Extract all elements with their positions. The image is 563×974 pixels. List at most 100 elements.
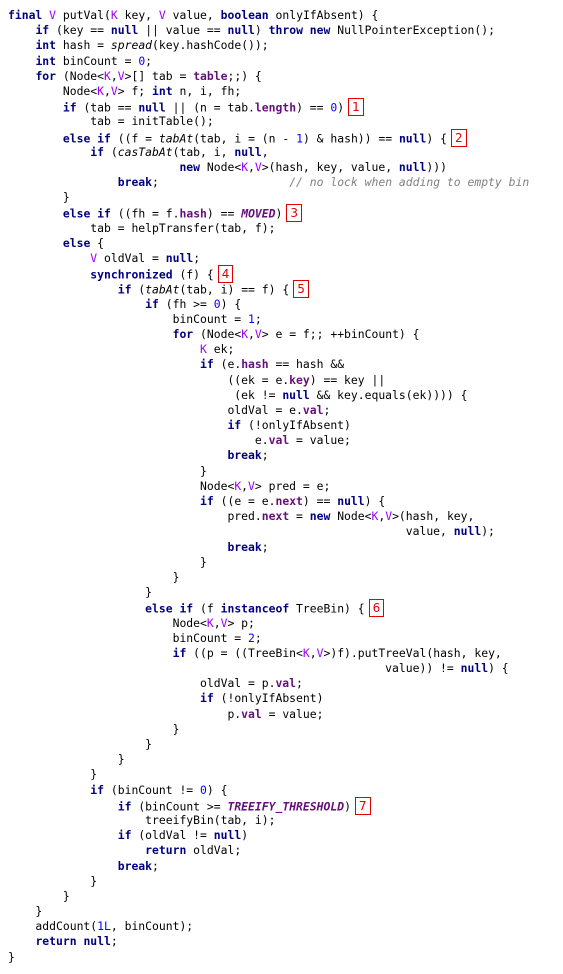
code-text: [8, 494, 200, 508]
keyword-token: else if: [62, 206, 118, 221]
code-text: TreeBin) {: [296, 601, 365, 616]
keyword-token: null: [337, 494, 365, 508]
code-text: ) {: [488, 661, 509, 676]
type-param-token: K: [200, 342, 214, 357]
code-line: if (fh >= 0) {: [8, 297, 529, 312]
code-line: }: [8, 950, 529, 965]
code-text: ;: [193, 251, 201, 265]
keyword-token: for: [172, 326, 201, 341]
code-line: e.val = value;: [8, 433, 529, 448]
code-text: ;: [145, 53, 153, 68]
code-line: for (Node<K,V> e = f;; ++binCount) {: [8, 327, 529, 342]
static-call-token: spread: [110, 38, 153, 53]
code-text: Node<: [8, 478, 235, 493]
code-line: }: [8, 767, 529, 782]
annotation-marker-3: 3: [286, 204, 303, 223]
code-text: ): [344, 799, 351, 814]
code-line: ((ek = e.key) == key ||: [8, 373, 529, 388]
code-text: = value;: [296, 433, 351, 448]
type-param-token: V: [49, 8, 63, 22]
field-token: val: [302, 402, 324, 417]
code-text: tab = helpTransfer(tab, f);: [8, 220, 276, 235]
code-text: [8, 934, 35, 948]
code-line: int binCount = 0;: [8, 54, 529, 69]
keyword-token: null: [453, 524, 482, 539]
type-param-token: V: [220, 615, 228, 630]
code-line: }: [8, 752, 529, 767]
code-text: oldVal = p.: [8, 676, 276, 691]
code-text: ,: [248, 326, 255, 341]
field-token: next: [275, 494, 303, 508]
type-param-token: V: [254, 326, 262, 341]
code-text: [8, 101, 63, 115]
code-text: [8, 69, 35, 83]
code-listing: final V putVal(K key, V value, boolean o…: [8, 8, 529, 965]
field-token: val: [241, 706, 269, 721]
code-text: }: [8, 585, 153, 600]
keyword-token: int: [35, 38, 63, 53]
static-call-token: casTabAt: [117, 144, 173, 159]
code-text: (f) {: [179, 267, 214, 282]
keyword-token: if: [200, 357, 221, 372]
keyword-token: else if: [62, 131, 118, 145]
keyword-token: return: [145, 843, 194, 858]
type-param-token: K: [110, 8, 125, 22]
code-text: Node<: [206, 159, 242, 174]
code-text: >)f).putTreeVal(hash, key,: [323, 645, 502, 660]
code-text: [8, 448, 227, 462]
type-param-token: K: [302, 645, 310, 660]
code-line: treeifyBin(tab, i);: [8, 813, 529, 828]
code-text: || (n = tab.: [172, 100, 255, 115]
code-line: if (casTabAt(tab, i, null,: [8, 145, 529, 160]
type-param-token: K: [241, 159, 249, 174]
keyword-token: null: [227, 23, 255, 38]
code-text: (f: [200, 601, 221, 616]
code-line: if ((e = e.next) == null) {: [8, 494, 529, 509]
code-line: return oldVal;: [8, 843, 529, 858]
code-text: p.: [8, 706, 242, 721]
code-line: else if ((f = tabAt(tab, i = (n - 1) & h…: [8, 128, 529, 147]
keyword-token: instanceof: [220, 601, 297, 616]
code-text: NullPointerException();: [337, 23, 495, 38]
code-text: [8, 175, 118, 189]
code-text: }: [8, 554, 207, 569]
code-text: == hash &&: [275, 357, 345, 372]
code-text: (oldVal !=: [138, 828, 214, 843]
code-text: }: [8, 752, 125, 767]
field-token: hash: [179, 206, 207, 221]
keyword-token: for: [35, 68, 63, 83]
keyword-token: null: [138, 100, 173, 115]
keyword-token: null: [460, 661, 489, 676]
code-text: [8, 691, 200, 705]
code-line: (ek != null && key.equals(ek)))) {: [8, 388, 529, 403]
code-text: }: [8, 721, 180, 736]
code-text: ,: [213, 615, 221, 630]
code-text: ,: [110, 68, 118, 83]
code-text: >[] tab =: [124, 68, 194, 83]
code-line: }: [8, 904, 529, 919]
code-text: (: [110, 144, 118, 159]
code-line: if (!onlyIfAbsent): [8, 418, 529, 433]
type-param-token: V: [385, 509, 393, 524]
keyword-token: final: [8, 8, 50, 22]
keyword-token: else if: [145, 601, 201, 616]
code-text: [8, 131, 63, 145]
code-text: [8, 602, 145, 616]
code-text: , binCount);: [110, 919, 194, 934]
code-text: (tab, i) == f) {: [179, 282, 290, 297]
type-param-token: K: [371, 509, 379, 524]
code-text: (e.: [220, 357, 242, 372]
code-text: && key.equals(ek)))) {: [316, 387, 468, 402]
code-text: (key.hashCode());: [152, 38, 269, 53]
code-text: >(hash, key,: [392, 509, 475, 524]
code-text: [8, 283, 118, 297]
number-token: 0: [213, 296, 221, 311]
code-text: }: [8, 737, 153, 751]
code-text: ): [254, 23, 269, 38]
code-line: value, null);: [8, 524, 529, 539]
code-text: ,: [309, 645, 317, 660]
code-text: (fh >=: [165, 296, 214, 311]
code-line: tab = helpTransfer(tab, f);: [8, 221, 529, 236]
code-text: ;: [296, 676, 303, 691]
keyword-token: null: [165, 251, 194, 265]
